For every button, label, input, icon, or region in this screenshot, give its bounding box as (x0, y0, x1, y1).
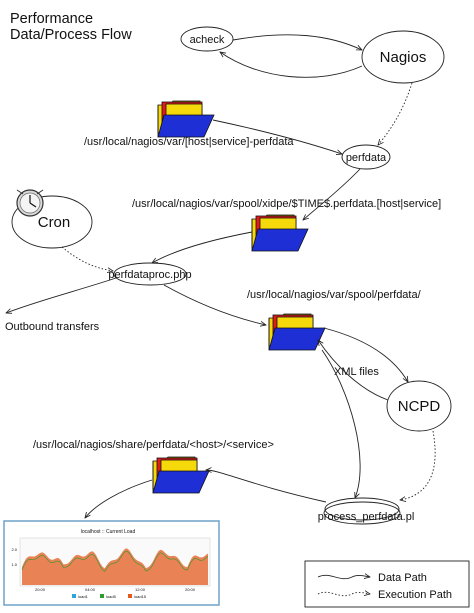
path-label-share-perfdata: /usr/local/nagios/share/perfdata/<host>/… (33, 439, 274, 451)
legend-box: Data Path Execution Path (304, 560, 470, 608)
node-ncpd: NCPD (386, 380, 452, 432)
svg-text:load1: load1 (78, 594, 89, 599)
node-nagios: Nagios (361, 30, 445, 84)
diagram-title-line1: Performance (10, 11, 93, 27)
graph-load-area (22, 548, 208, 585)
folder-icon-share-perfdata (152, 456, 210, 494)
graph-x-ticks: 20:00 04:00 12:00 20:00 (35, 587, 196, 592)
arrow-spool-to-process-perfdata (321, 349, 361, 498)
legend-data-path-label: Data Path (378, 572, 427, 584)
svg-text:load15: load15 (134, 594, 147, 599)
graph-title: localhost :: Current Load (81, 529, 136, 535)
path-label-spool-perfdata: /usr/local/nagios/var/spool/perfdata/ (247, 289, 422, 301)
node-process-perfdata: process_perfdata.pl (318, 497, 415, 525)
clock-icon (16, 189, 44, 217)
arrow-perfdataproc-to-spool-perfdata (163, 284, 266, 325)
exec-arrow-ncpd-to-process (400, 430, 436, 500)
arrow-folder-to-perfdata (212, 119, 342, 154)
exec-arrow-cron-to-perfdataproc (61, 246, 113, 271)
arrow-spool-to-ncpd (323, 327, 408, 382)
node-perfdataproc: perfdataproc.php (108, 262, 192, 286)
exec-arrow-nagios-to-perfdata (378, 82, 413, 145)
graph-legend-item: load5 (100, 594, 117, 599)
graph-legend-item: load15 (128, 594, 147, 599)
graph-legend: load1 load5 load15 (72, 594, 147, 599)
path-label-perfdata-file: /usr/local/nagios/var/[host|service]-per… (84, 136, 294, 148)
label-xml-files: XML files (334, 366, 379, 378)
data-path-arrows (6, 34, 408, 518)
graph-legend-item: load1 (72, 594, 89, 599)
node-perfdataproc-label: perfdataproc.php (108, 269, 191, 281)
node-process-perfdata-label: process_perfdata.pl (318, 511, 415, 523)
arrow-perfdataproc-outbound (6, 277, 117, 313)
graph-x-tick-label: 20:00 (185, 587, 196, 592)
arrow-spool-xidpe-to-perfdataproc (152, 231, 253, 263)
path-label-spool-xidpe: /usr/local/nagios/var/spool/xidpe/$TIME$… (132, 198, 441, 210)
label-outbound-transfers: Outbound transfers (5, 321, 100, 333)
arrow-ncpd-to-spool (318, 340, 389, 401)
graph-y-tick-upper: 2.0 (11, 547, 17, 552)
node-perfdata-label: perfdata (346, 152, 387, 164)
arrow-nagios-to-acheck (220, 52, 363, 78)
rrd-graph-thumbnail: localhost :: Current Load 2.0 1.0 20:00 0… (3, 520, 220, 606)
arrow-perfdata-to-spool-xidpe (303, 168, 361, 220)
node-nagios-label: Nagios (380, 49, 427, 66)
graph-y-tick-lower: 1.0 (11, 562, 17, 567)
folder-icon-spool-xidpe (251, 214, 309, 252)
graph-x-tick-label: 12:00 (135, 587, 146, 592)
graph-x-tick-label: 20:00 (35, 587, 46, 592)
legend-data-path-line (317, 575, 370, 580)
arrow-share-to-graph (85, 479, 153, 518)
node-acheck-label: acheck (190, 34, 225, 46)
arrow-acheck-to-nagios (232, 34, 362, 50)
execution-path-arrows (61, 82, 436, 500)
node-acheck: acheck (180, 26, 234, 52)
graph-x-tick-label: 04:00 (85, 587, 96, 592)
graph-load-line (21, 551, 209, 572)
folder-icon-perfdata (157, 100, 215, 138)
folder-icon-spool-perfdata (268, 313, 326, 351)
svg-text:load5: load5 (106, 594, 117, 599)
node-cron-label: Cron (38, 214, 71, 231)
legend-execution-path-label: Execution Path (378, 589, 452, 601)
arrow-process-to-share (206, 470, 327, 503)
node-perfdata: perfdata (341, 144, 391, 170)
node-ncpd-label: NCPD (398, 398, 441, 415)
diagram-title-line2: Data/Process Flow (10, 27, 132, 43)
